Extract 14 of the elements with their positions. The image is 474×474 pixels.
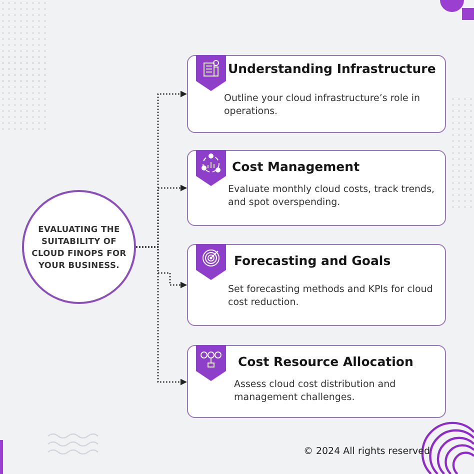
card-description: Set forecasting methods and KPIs for cloud cost reduction. [228,283,434,310]
card-description: Outline your cloud infrastructure’s role in operations. [224,92,422,119]
card-title: Cost Resource Allocation [238,354,414,369]
card-title: Understanding Infrastructure [228,61,436,76]
step-card [187,244,446,326]
step-card [187,150,446,226]
topic-text: EVALUATING THE SUITABILITY OF CLOUD FINOPS FOR YOUR BUSINESS. [30,222,128,272]
card-title: Cost Management [232,159,360,174]
step-card [187,345,446,418]
card-description: Evaluate monthly cloud costs, track trends, and spot overspending. [228,183,435,210]
connector-arrow [136,246,187,386]
card-title: Forecasting and Goals [234,253,391,268]
card-description: Assess cloud cost distribution and management challenges. [234,378,397,405]
step-card [187,55,446,133]
